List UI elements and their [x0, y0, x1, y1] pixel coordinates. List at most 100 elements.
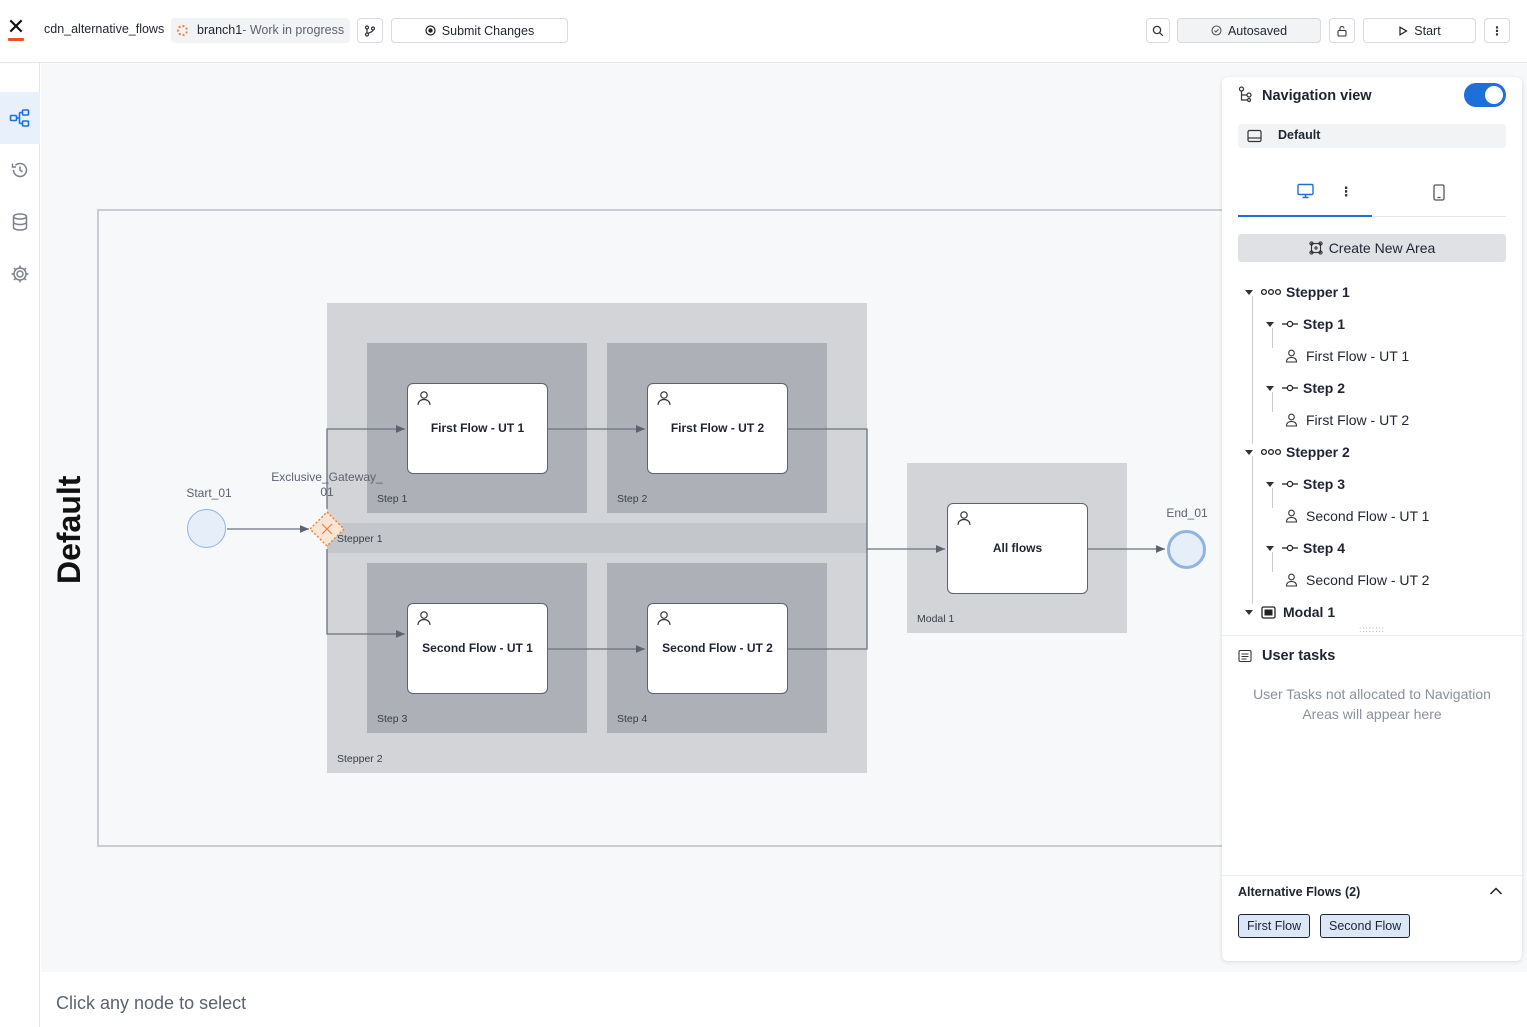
- kebab-icon: ⋮: [1491, 23, 1503, 38]
- tree-item-modal-1[interactable]: Modal 1: [1245, 596, 1335, 626]
- app-logo[interactable]: ✕: [6, 14, 26, 44]
- rail-process-diagram[interactable]: [0, 92, 40, 144]
- gateway-label: Exclusive_Gateway_ 01: [271, 470, 383, 499]
- exclusive-gateway[interactable]: [307, 509, 347, 549]
- step-icon: [1282, 480, 1298, 488]
- end-event[interactable]: [1167, 530, 1206, 569]
- tab-web[interactable]: [1238, 167, 1372, 217]
- platform-tabs: ⋮: [1238, 167, 1506, 217]
- autosave-status: Autosaved: [1177, 18, 1321, 43]
- task-label: Second Flow - UT 1: [422, 641, 533, 655]
- user-icon: [1285, 509, 1298, 523]
- user-task-first-flow-ut2[interactable]: First Flow - UT 2: [647, 383, 788, 474]
- tab-mobile[interactable]: [1372, 167, 1506, 217]
- rail-history[interactable]: [0, 144, 40, 196]
- tree-item-label: Step 3: [1303, 476, 1346, 492]
- step-icon: [1282, 544, 1298, 552]
- tree-guide: [1272, 328, 1273, 348]
- tree-item-label: Second Flow - UT 1: [1306, 508, 1430, 524]
- flow-ut4-allflows: [788, 549, 868, 650]
- tree-item-stepper-1[interactable]: Stepper 1: [1245, 276, 1350, 308]
- database-icon: [12, 213, 28, 231]
- gear-icon: [11, 265, 29, 283]
- start-button[interactable]: Start: [1363, 18, 1476, 43]
- diagram-icon: [9, 109, 30, 127]
- tree-item-second-flow-ut2[interactable]: Second Flow - UT 2: [1285, 564, 1429, 596]
- submit-changes-button[interactable]: Submit Changes: [391, 18, 568, 43]
- step-icon: [1282, 384, 1298, 392]
- logo-x-icon: ✕: [6, 14, 26, 39]
- git-branch-icon: [364, 24, 376, 37]
- chevron-down-icon: [1245, 449, 1253, 455]
- tree-item-step-3[interactable]: Step 3: [1266, 468, 1345, 500]
- kebab-icon: ⋮: [1339, 184, 1353, 199]
- create-new-area-button[interactable]: Create New Area: [1238, 234, 1506, 262]
- tree-item-label: Step 2: [1303, 380, 1346, 396]
- history-icon: [11, 162, 28, 178]
- stepper-icon: [1261, 448, 1281, 456]
- alt-flow-chip-second[interactable]: Second Flow: [1320, 914, 1411, 938]
- start-event[interactable]: [187, 509, 226, 548]
- stepper-1-label: Stepper 1: [337, 533, 383, 545]
- unlock-button[interactable]: [1329, 18, 1355, 43]
- chevron-down-icon: [1266, 321, 1274, 327]
- tree-item-label: Step 1: [1303, 316, 1346, 332]
- user-task-first-flow-ut1[interactable]: First Flow - UT 1: [407, 383, 548, 474]
- more-menu-button[interactable]: ⋮: [1484, 18, 1510, 43]
- user-task-second-flow-ut1[interactable]: Second Flow - UT 1: [407, 603, 548, 694]
- rail-settings[interactable]: [0, 248, 40, 300]
- tree-item-step-1[interactable]: Step 1: [1266, 308, 1345, 340]
- tree-item-step-2[interactable]: Step 2: [1266, 372, 1345, 404]
- tree-item-label: Stepper 2: [1286, 444, 1350, 460]
- alt-flow-chip-first[interactable]: First Flow: [1238, 914, 1311, 938]
- autosave-label: Autosaved: [1227, 23, 1288, 38]
- stepper-2-label: Stepper 2: [337, 753, 383, 765]
- tree-item-stepper-2[interactable]: Stepper 2: [1245, 436, 1350, 468]
- branch-icon-button[interactable]: [357, 18, 383, 43]
- alternative-flows-section: Alternative Flows (2) First Flow Second …: [1222, 875, 1522, 961]
- create-new-area-label: Create New Area: [1328, 240, 1436, 256]
- check-circle-icon: [1211, 25, 1222, 36]
- resize-handle[interactable]: ::::::::: [1359, 625, 1385, 634]
- panel-title: Navigation view: [1262, 88, 1372, 104]
- search-icon: [1152, 25, 1164, 36]
- user-task-second-flow-ut2[interactable]: Second Flow - UT 2: [647, 603, 788, 694]
- branch-status-text: - Work in progress: [242, 23, 345, 37]
- status-hint: Click any node to select: [56, 993, 247, 1013]
- chevron-down-icon: [1266, 481, 1274, 487]
- user-tasks-empty-message: User Tasks not allocated to Navigation A…: [1253, 686, 1491, 722]
- tab-options[interactable]: ⋮: [1334, 167, 1358, 217]
- tree-guide: [1252, 456, 1253, 604]
- tree-item-step-4[interactable]: Step 4: [1266, 532, 1345, 564]
- user-icon: [957, 511, 971, 526]
- step-4-label: Step 4: [617, 713, 648, 725]
- branch-chip[interactable]: branch1- Work in progress: [171, 18, 351, 43]
- sequence-flows: [227, 425, 1165, 653]
- tree-item-second-flow-ut1[interactable]: Second Flow - UT 1: [1285, 500, 1429, 532]
- navigation-tree-icon: [1238, 86, 1252, 102]
- user-icon: [657, 391, 671, 406]
- chevron-down-icon: [1245, 609, 1253, 615]
- step-icon: [1282, 320, 1298, 328]
- user-icon: [1285, 413, 1298, 427]
- tree-guide: [1272, 552, 1273, 572]
- project-name: cdn_alternative_flows: [44, 22, 165, 36]
- tree-item-first-flow-ut1[interactable]: First Flow - UT 1: [1285, 340, 1409, 372]
- logo-underline: [8, 38, 24, 41]
- chevron-up-icon[interactable]: [1489, 886, 1503, 896]
- step-3-label: Step 3: [377, 713, 408, 725]
- navigation-view-toggle[interactable]: [1464, 83, 1506, 107]
- rail-data-model[interactable]: [0, 196, 40, 248]
- default-row-label: Default: [1278, 128, 1321, 142]
- tree-item-label: Step 4: [1303, 540, 1346, 556]
- chevron-down-icon: [1266, 385, 1274, 391]
- chevron-down-icon: [1266, 545, 1274, 551]
- add-area-icon: [1309, 241, 1323, 255]
- search-button[interactable]: [1146, 18, 1170, 43]
- unlock-icon: [1337, 25, 1347, 37]
- navigation-tree: Stepper 1 Step 1 First Flow - UT 1 Step …: [1222, 276, 1522, 626]
- tree-item-first-flow-ut2[interactable]: First Flow - UT 2: [1285, 404, 1409, 436]
- user-task-all-flows[interactable]: All flows: [947, 503, 1088, 594]
- task-label: First Flow - UT 2: [670, 421, 765, 435]
- platform-default-row[interactable]: Default: [1238, 124, 1506, 148]
